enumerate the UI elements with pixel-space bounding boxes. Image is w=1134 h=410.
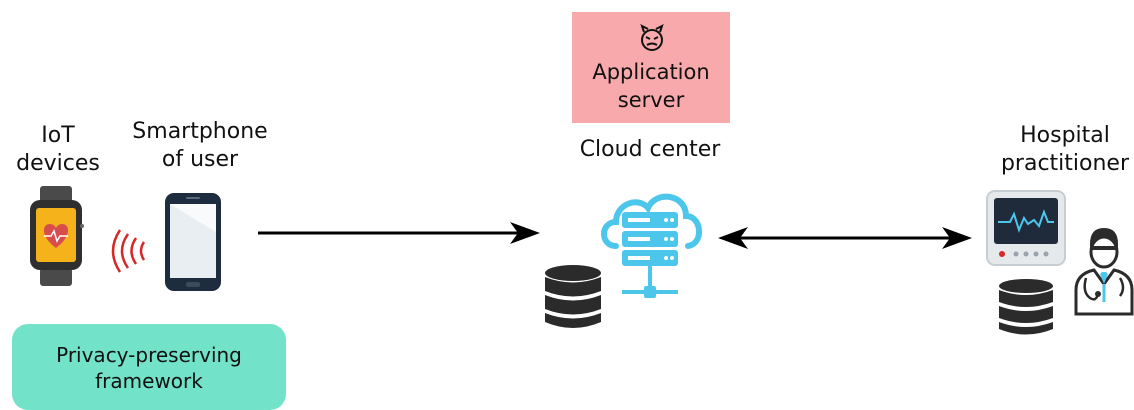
wireless-signal-icon <box>111 229 146 273</box>
devil-face-icon <box>640 24 664 51</box>
doctor-icon <box>1074 228 1134 316</box>
smartphone-icon <box>165 193 221 291</box>
database-icon <box>545 265 601 328</box>
application-server-box: Application server <box>572 12 730 123</box>
privacy-framework-box: Privacy-preserving framework <box>12 324 286 410</box>
database-icon <box>999 279 1053 335</box>
smartphone-label: Smartphone of user <box>132 119 268 172</box>
cloud-server-icon <box>601 193 702 298</box>
hospital-practitioner-label: Hospital practitioner <box>1000 123 1130 176</box>
medical-monitor-icon <box>986 190 1066 266</box>
application-server-label: Application server <box>592 60 710 112</box>
smartwatch-icon <box>30 186 84 286</box>
cloud-center-label: Cloud center <box>579 137 721 162</box>
iot-devices-label: IoT devices <box>16 123 100 176</box>
